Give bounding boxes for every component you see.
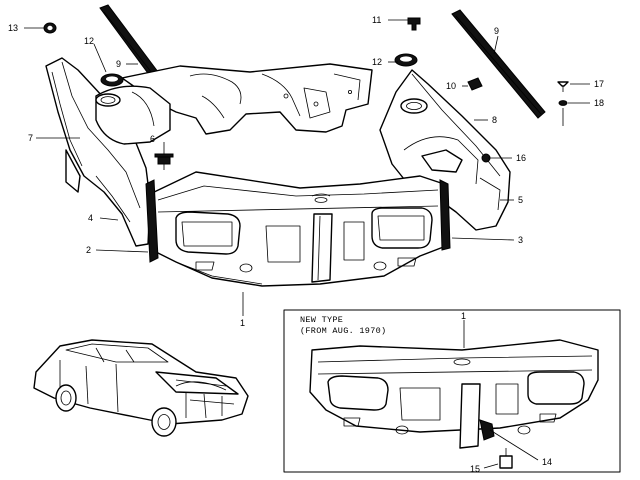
cowl-top-panel bbox=[121, 63, 373, 135]
callout-12-right: 12 bbox=[372, 57, 382, 67]
wheelhouse-right bbox=[400, 98, 428, 114]
callout-13: 13 bbox=[8, 23, 18, 33]
grommet-right bbox=[394, 53, 418, 67]
callout-7: 7 bbox=[28, 133, 33, 143]
radiator-core-support bbox=[149, 171, 447, 287]
callout-1-inset: 1 bbox=[461, 311, 466, 321]
wheelhouse-left bbox=[95, 85, 171, 145]
washer-18 bbox=[558, 100, 568, 106]
hood-ledge-left bbox=[45, 57, 151, 247]
grommet-left bbox=[100, 73, 124, 87]
callout-11: 11 bbox=[372, 15, 381, 25]
inset-title-line2: (FROM AUG. 1970) bbox=[300, 326, 386, 336]
callout-9-right: 9 bbox=[494, 26, 499, 36]
callout-8: 8 bbox=[492, 115, 497, 125]
callout-5: 5 bbox=[518, 195, 523, 205]
clip-10 bbox=[467, 77, 483, 91]
callout-1: 1 bbox=[240, 318, 245, 328]
callout-17: 17 bbox=[594, 79, 604, 89]
callout-16: 16 bbox=[516, 153, 526, 163]
seal-left bbox=[145, 179, 159, 263]
inset-new-type bbox=[283, 309, 621, 473]
callout-15: 15 bbox=[470, 464, 480, 474]
seal-right bbox=[439, 179, 451, 251]
inset-title-line1: NEW TYPE bbox=[300, 315, 343, 325]
callout-4: 4 bbox=[88, 213, 93, 223]
callout-2: 2 bbox=[86, 245, 91, 255]
bolt-15 bbox=[499, 448, 513, 469]
car-thumbnail bbox=[33, 339, 249, 437]
callout-6: 6 bbox=[150, 134, 155, 144]
weatherstrip-right bbox=[451, 9, 546, 119]
callout-3: 3 bbox=[518, 235, 523, 245]
bolt-11 bbox=[407, 17, 421, 31]
grommet-13 bbox=[43, 22, 57, 34]
callout-14: 14 bbox=[542, 457, 552, 467]
callout-12-left: 12 bbox=[84, 36, 94, 46]
callout-10: 10 bbox=[446, 81, 456, 91]
callout-18: 18 bbox=[594, 98, 604, 108]
clip-6 bbox=[154, 153, 174, 170]
leader-lines bbox=[24, 19, 590, 316]
screw-17 bbox=[557, 81, 569, 92]
callout-9-left: 9 bbox=[116, 59, 121, 69]
